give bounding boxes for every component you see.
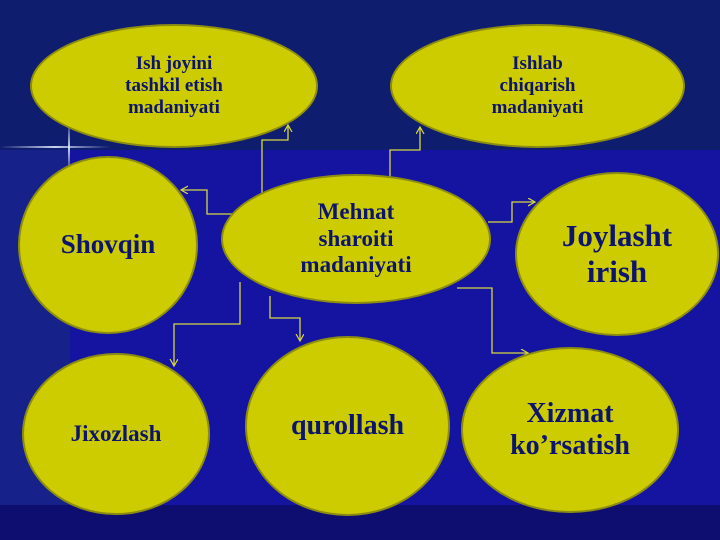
node-jixozlash-label: Jixozlash [70, 420, 162, 446]
node-mehnat-sharoiti: Mehnat sharoiti madaniyati [221, 174, 491, 304]
node-qurollash: qurollash [245, 336, 450, 516]
node-xizmat-korsatish-label: Xizmat ko’rsatish [510, 397, 630, 461]
node-joylashtirish-label: Joylasht irish [561, 218, 673, 289]
node-jixozlash: Jixozlash [22, 353, 210, 515]
node-ishlab-chiqarish: Ishlab chiqarish madaniyati [390, 24, 685, 148]
connector-to-ish-joyini [261, 126, 288, 210]
connector-to-xizmat [457, 287, 527, 353]
connector-to-shovqin [182, 190, 232, 215]
node-ish-joyini: Ish joyini tashkil etish madaniyati [30, 24, 318, 148]
node-xizmat-korsatish: Xizmat ko’rsatish [461, 347, 679, 513]
connector-to-jixozlash [174, 282, 241, 365]
node-joylashtirish: Joylasht irish [515, 172, 719, 336]
connector-to-ishlab [389, 128, 420, 178]
node-ishlab-chiqarish-label: Ishlab chiqarish madaniyati [491, 53, 584, 118]
node-ish-joyini-label: Ish joyini tashkil etish madaniyati [125, 53, 223, 118]
connector-to-joylashtirish [488, 202, 534, 223]
node-shovqin: Shovqin [18, 156, 198, 334]
sparkle-horizontal [0, 146, 110, 148]
sparkle-vertical [68, 120, 70, 175]
node-shovqin-label: Shovqin [60, 229, 156, 260]
node-qurollash-label: qurollash [290, 409, 405, 441]
node-mehnat-sharoiti-label: Mehnat sharoiti madaniyati [300, 199, 412, 278]
connector-to-qurollash [269, 296, 300, 340]
